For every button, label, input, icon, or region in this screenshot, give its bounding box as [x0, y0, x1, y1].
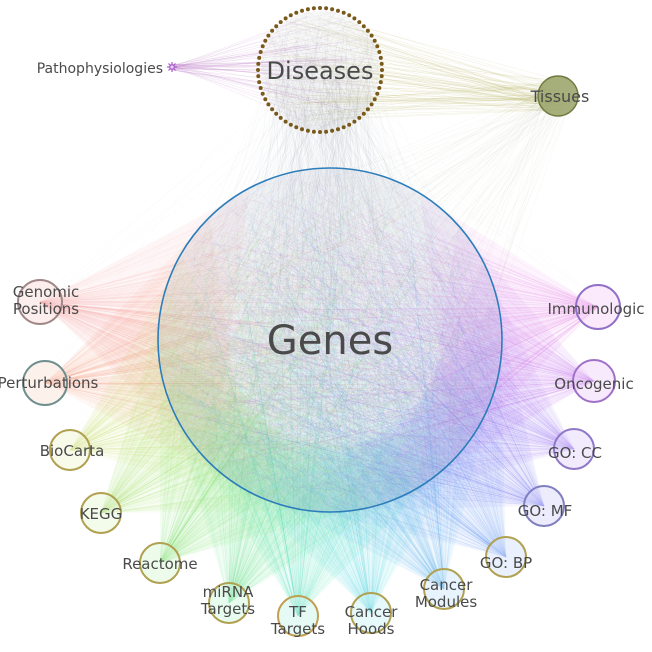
cancer-modules-node-underlay	[424, 569, 464, 609]
go-bp-label: GO: BP	[480, 554, 532, 572]
tf-targets-node-underlay	[278, 596, 318, 636]
immunologic-node-underlay	[576, 285, 620, 329]
tissues-genes-edges	[168, 78, 576, 494]
reactome-label: Reactome	[122, 555, 197, 573]
kegg-edges	[100, 175, 485, 514]
perturbations-fan	[45, 219, 251, 491]
genomic-positions-label: Genomic	[13, 283, 80, 301]
kegg-node-underlay	[81, 493, 121, 533]
oncogenic-node-underlay	[573, 360, 615, 402]
genomic-positions-fan	[40, 189, 250, 465]
pathophysiologies-node[interactable]	[167, 62, 177, 72]
cancer-modules-label: Modules	[415, 593, 478, 611]
pathophysiologies-diseases-edges	[169, 15, 374, 122]
diseases-label: Diseases	[267, 57, 374, 85]
go-cc-node-underlay	[554, 429, 594, 469]
biocarta-node[interactable]	[49, 429, 91, 471]
edges-layer	[35, 9, 603, 623]
go-bp-edges	[166, 184, 507, 558]
diseases-peripheral-edges	[35, 14, 603, 623]
genomic-positions-label: Positions	[13, 300, 79, 318]
kegg-label: KEGG	[80, 505, 123, 523]
mirna-targets-edges	[169, 181, 493, 604]
genes-internal-edges	[159, 169, 501, 511]
genes-label: Genes	[267, 318, 393, 364]
tissues-diseases-edges	[267, 15, 575, 123]
go-cc-label: GO: CC	[548, 444, 602, 462]
diseases-internal-edges	[259, 9, 381, 131]
perturbations-edges	[44, 177, 487, 498]
go-mf-fan	[333, 301, 544, 511]
cancer-hoods-edges	[173, 174, 492, 614]
perturbations-node-underlay	[23, 361, 67, 405]
cancer-modules-node[interactable]	[423, 568, 465, 610]
go-mf-edges	[164, 175, 545, 507]
mirna-targets-fan	[166, 387, 420, 603]
go-cc-edges	[165, 178, 575, 490]
tissues-label: Tissues	[530, 87, 590, 106]
immunologic-node[interactable]	[575, 284, 621, 330]
perturbations-node[interactable]	[22, 360, 68, 406]
tf-targets-fan	[184, 428, 452, 616]
tissues-node[interactable]	[537, 75, 579, 117]
reactome-node-underlay	[140, 543, 180, 583]
genomic-positions-node[interactable]	[17, 279, 63, 325]
cancer-modules-label: Cancer	[420, 576, 474, 594]
reactome-node[interactable]	[139, 542, 181, 584]
go-bp-fan	[290, 335, 506, 557]
cancer-modules-fan	[252, 380, 496, 589]
reactome-edges	[159, 175, 484, 564]
go-mf-node[interactable]	[523, 485, 565, 527]
go-mf-label: GO: MF	[518, 502, 573, 520]
go-mf-node-underlay	[524, 486, 564, 526]
cancer-hoods-label: Cancer	[345, 603, 399, 621]
immunologic-edges	[169, 177, 599, 503]
pathophysiologies-label: Pathophysiologies	[37, 61, 163, 77]
go-bp-node[interactable]	[485, 536, 527, 578]
go-cc-node[interactable]	[553, 428, 595, 470]
go-bp-node-underlay	[486, 537, 526, 577]
biocarta-node-underlay	[50, 430, 90, 470]
tf-targets-edges	[170, 180, 497, 617]
tf-targets-label: Targets	[270, 620, 325, 638]
mirna-targets-node-underlay	[209, 583, 249, 623]
diseases-node[interactable]	[256, 6, 384, 134]
oncogenic-fan	[417, 227, 594, 487]
kegg-node[interactable]	[80, 492, 122, 534]
biocarta-edges	[69, 173, 488, 498]
genes-node[interactable]	[157, 167, 503, 513]
cancer-hoods-fan	[213, 424, 479, 613]
mirna-targets-label: miRNA	[203, 583, 254, 601]
oncogenic-label: Oncogenic	[554, 375, 633, 393]
go-cc-fan	[375, 264, 574, 505]
cancer-hoods-label: Hoods	[348, 620, 395, 638]
genomic-positions-node-underlay	[18, 280, 62, 324]
cancer-hoods-node-underlay	[351, 593, 391, 633]
genomic-positions-edges	[39, 184, 493, 499]
reactome-fan	[159, 340, 375, 563]
cancer-hoods-node[interactable]	[350, 592, 392, 634]
shapes-layer	[17, 6, 621, 637]
perturbations-label: Perturbations	[0, 374, 99, 392]
oncogenic-node[interactable]	[572, 359, 616, 403]
oncogenic-edges	[171, 178, 595, 504]
wedges-layer	[40, 189, 598, 616]
diseases-genes-edges	[164, 15, 485, 507]
tf-targets-node[interactable]	[277, 595, 319, 637]
mirna-targets-label: Targets	[200, 600, 255, 618]
immunologic-label: Immunologic	[547, 300, 644, 318]
tf-targets-label: TF	[288, 603, 307, 621]
biocarta-fan	[70, 254, 289, 506]
mirna-targets-node[interactable]	[208, 582, 250, 624]
cancer-modules-edges	[164, 182, 488, 590]
biocarta-label: BioCarta	[40, 442, 105, 460]
immunologic-fan	[420, 195, 598, 458]
